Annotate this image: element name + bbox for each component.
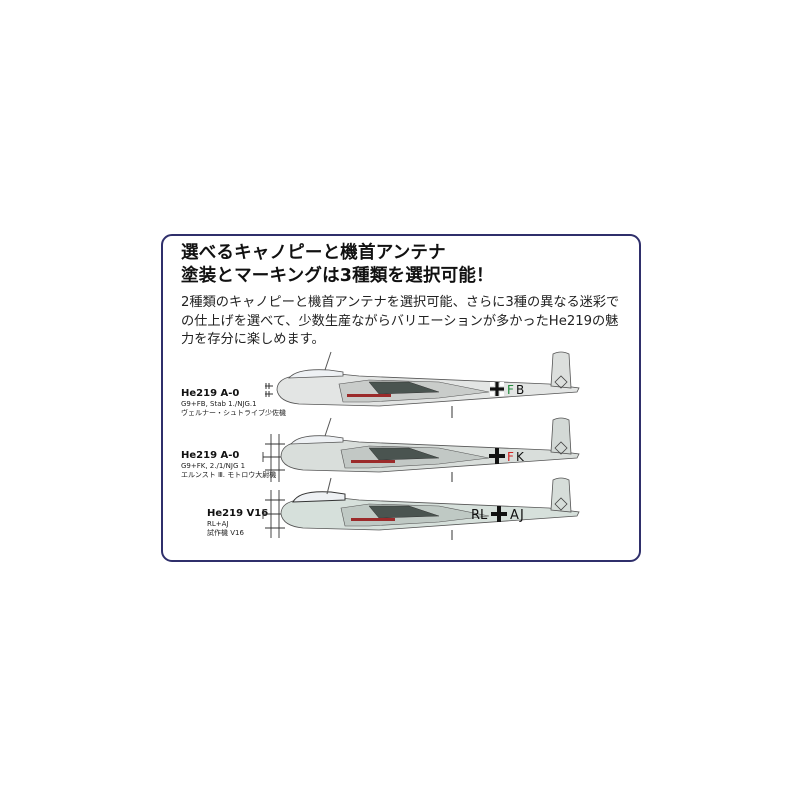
headline: 選べるキャノピーと機首アンテナ 塗装とマーキングは3種類を選択可能！ <box>181 242 494 288</box>
headline-line-2: 塗装とマーキングは3種類を選択可能！ <box>181 266 494 286</box>
headline-line-1: 選べるキャノピーと機首アンテナ <box>181 243 446 263</box>
variant-label: He219 A-0 G9+FK, 2./1/NJG 1 エルンスト Ⅲ. モトロ… <box>181 450 276 480</box>
marking-letter-1: A <box>510 508 519 523</box>
description: 2種類のキャノピーと機首アンテナを選択可能、さらに3種の異なる迷彩で の仕上げを… <box>181 294 633 350</box>
variant-label: He219 V16 RL+AJ 試作機 V16 <box>207 508 268 538</box>
marking-letter-2: B <box>516 383 524 397</box>
variant-pilot: 試作機 V16 <box>207 529 244 537</box>
variant-model: He219 A-0 <box>181 450 240 461</box>
variant-model: He219 V16 <box>207 508 269 519</box>
variant-row: He219 A-0 G9+FK, 2./1/NJG 1 エルンスト Ⅲ. モトロ… <box>163 412 639 482</box>
variant-code: RL+AJ <box>207 520 229 528</box>
variant-pilot: エルンスト Ⅲ. モトロウ大尉機 <box>181 471 277 479</box>
marking-letter-1: F <box>507 450 514 464</box>
variant-row: He219 A-0 G9+FB, Stab 1./NJG.1 ヴェルナー・シュト… <box>163 348 639 418</box>
description-line: 2種類のキャノピーと機首アンテナを選択可能、さらに3種の異なる迷彩で <box>181 295 620 310</box>
he219-aircraft-illustration: F B <box>265 351 580 418</box>
variant-code: G9+FB, Stab 1./NJG.1 <box>181 400 257 408</box>
description-line: 力を存分に楽しめます。 <box>181 332 325 347</box>
variant-label: He219 A-0 G9+FB, Stab 1./NJG.1 ヴェルナー・シュト… <box>181 388 286 418</box>
he219-aircraft-illustration: RL A J <box>262 477 580 540</box>
description-line: の仕上げを選べて、少数生産ながらバリエーションが多かったHe219の魅 <box>181 313 619 329</box>
feature-panel: 選べるキャノピーと機首アンテナ 塗装とマーキングは3種類を選択可能！ 2種類のキ… <box>161 234 641 562</box>
variant-model: He219 A-0 <box>181 388 240 399</box>
marking-letter-1: F <box>507 383 514 397</box>
antenna-icon <box>262 434 285 482</box>
marking-letter-2: J <box>519 508 524 523</box>
marking-prefix: RL <box>471 508 488 523</box>
variant-pilot: ヴェルナー・シュトライブ少佐機 <box>181 409 286 417</box>
he219-aircraft-illustration: F K <box>262 417 580 482</box>
variant-code: G9+FK, 2./1/NJG 1 <box>181 462 246 470</box>
marking-letter-2: K <box>516 450 525 464</box>
antenna-icon <box>262 490 285 538</box>
variant-row: He219 V16 RL+AJ 試作機 V16 RL <box>163 476 639 546</box>
